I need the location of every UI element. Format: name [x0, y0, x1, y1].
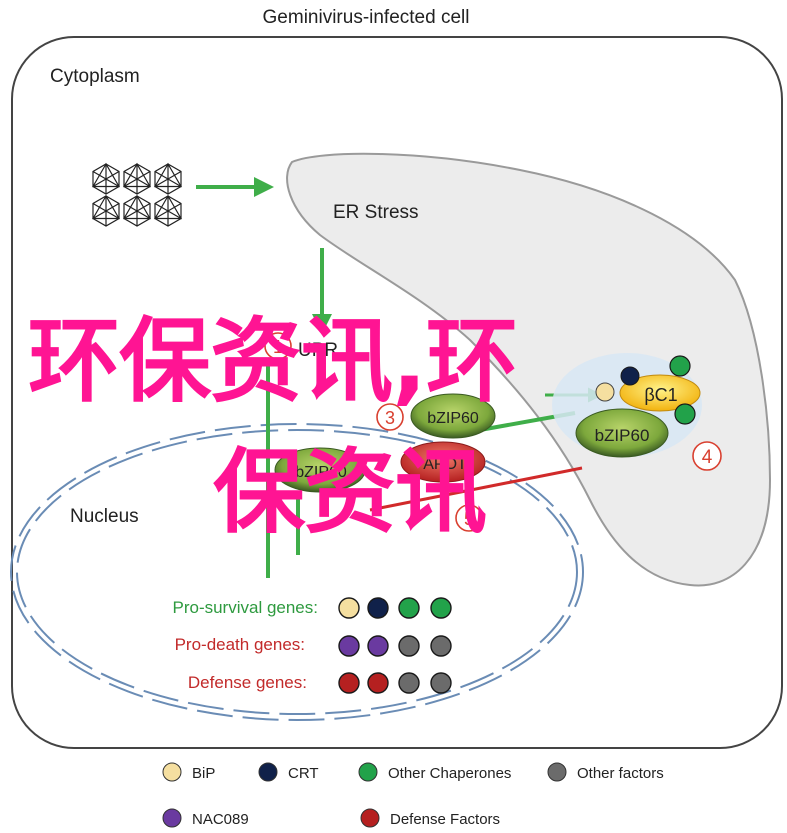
bzip60-top-protein	[410, 393, 496, 439]
bc1-protein	[619, 374, 701, 412]
pro-survival-genes-label: Pro-survival genes:	[172, 598, 318, 617]
legend-other-label: Other factors	[577, 765, 664, 782]
gene-dot-crt	[367, 597, 389, 619]
gene-rows: Pro-survival genes: Pro-death genes: Def…	[172, 597, 452, 694]
nucleus-label: Nucleus	[70, 506, 139, 527]
legend-chaperone-swatch	[358, 762, 378, 782]
nucleus-inner	[16, 429, 578, 715]
gene-dot-chaperone	[430, 597, 452, 619]
bzip60-nuclear-label: bZIP60	[295, 464, 347, 481]
bzip60-complex-label: bZIP60	[595, 426, 650, 445]
legend-crt-swatch	[258, 762, 278, 782]
gene-dot-bip	[338, 597, 360, 619]
step-5-marker	[455, 504, 483, 532]
legend-nac089-label: NAC089	[192, 811, 249, 828]
gene-dot-defense	[338, 672, 360, 694]
legend-bip-label: BiP	[192, 765, 215, 782]
step-4-marker	[692, 441, 722, 471]
step-1-number: 1	[273, 337, 283, 357]
bzip60-nuclear-protein	[274, 447, 366, 493]
gene-dot-other	[430, 635, 452, 657]
bc1-label: βC1	[644, 385, 677, 405]
legend-chaperone-label: Other Chaperones	[388, 765, 511, 782]
step-4-number: 4	[702, 447, 713, 468]
gene-dot-defense	[367, 672, 389, 694]
legend-other-swatch	[547, 762, 567, 782]
er-compartment	[286, 152, 772, 587]
gene-dot-chaperone	[398, 597, 420, 619]
pro-death-genes-label: Pro-death genes:	[175, 635, 305, 654]
legend-crt-label: CRT	[288, 765, 319, 782]
gene-dot-other	[398, 635, 420, 657]
gene-dot-other	[430, 672, 452, 694]
nucleus-outer	[10, 423, 584, 721]
diagram-title: Geminivirus-infected cell	[263, 7, 470, 28]
complex-chaperone-dot-1	[669, 355, 691, 377]
complex-bip-dot	[595, 382, 615, 402]
apot-label: APOT	[423, 456, 467, 473]
gene-dot-nac089	[367, 635, 389, 657]
legend-defense-label: Defense Factors	[390, 811, 500, 828]
gene-dot-other	[398, 672, 420, 694]
complex-crt-dot	[620, 366, 640, 386]
bzip60-complex-protein	[575, 408, 669, 458]
gene-dot-nac089	[338, 635, 360, 657]
complex-chaperone-dot-2	[674, 403, 696, 425]
step-3-marker	[376, 403, 404, 431]
bzip60-top-label: bZIP60	[427, 410, 479, 427]
legend-bip-swatch	[162, 762, 182, 782]
legend-defense-swatch	[360, 808, 380, 828]
cytoplasm-label: Cytoplasm	[50, 66, 140, 87]
inhibition-line	[369, 466, 583, 512]
upr-label: UPR	[298, 340, 338, 361]
er-stress-label: ER Stress	[333, 202, 419, 223]
step-3-number: 3	[385, 408, 395, 428]
geminivirus-particles-icon	[91, 162, 183, 227]
step-5-number: 5	[464, 509, 474, 529]
defense-genes-label: Defense genes:	[188, 673, 307, 692]
legend-nac089-swatch	[162, 808, 182, 828]
apot-protein	[400, 441, 486, 483]
step-1-marker	[264, 332, 292, 360]
legend: BiP CRT Other Chaperones Other factors N…	[162, 762, 664, 828]
